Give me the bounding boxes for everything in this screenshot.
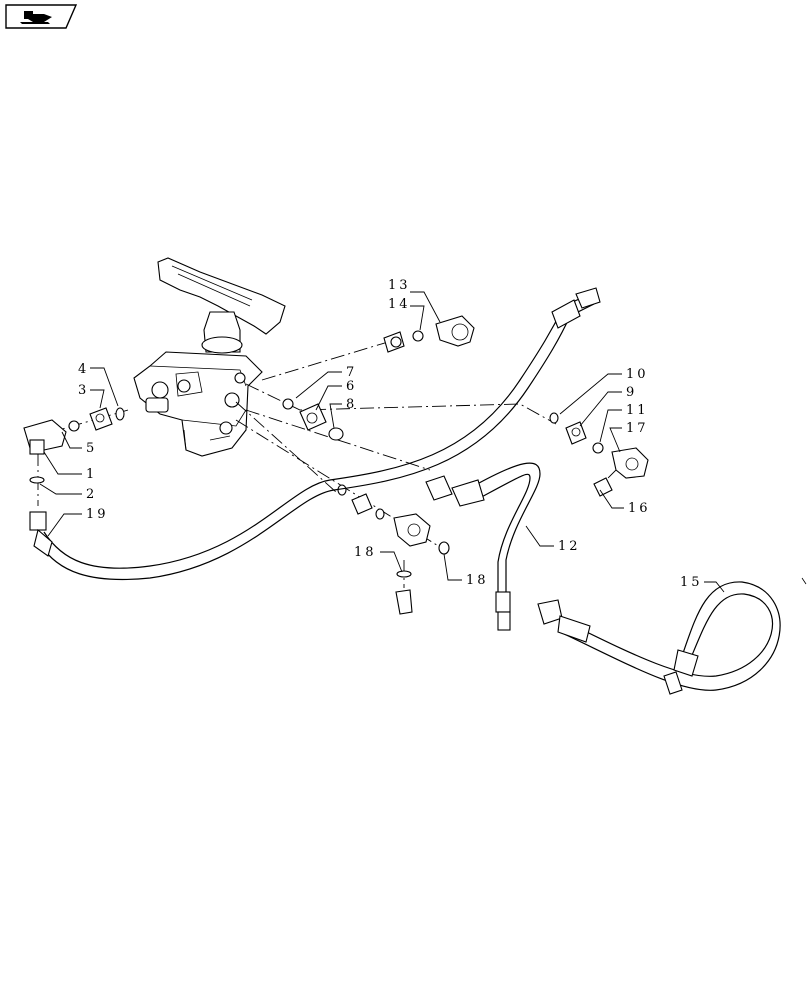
- callout-12: 12: [558, 539, 581, 554]
- callout-8: 8: [346, 397, 357, 412]
- callout-19: 19: [86, 507, 109, 522]
- callout-5: 5: [86, 441, 97, 456]
- callout-7: 7: [346, 365, 357, 380]
- fitting-left-group: [23, 407, 125, 484]
- assembly-center-lines: [37, 341, 619, 588]
- callout-3: 3: [78, 383, 89, 398]
- back-button[interactable]: [5, 4, 78, 29]
- fitting-middle-group: [282, 398, 344, 441]
- callout-17: 17: [626, 421, 649, 436]
- callout-6: 6: [346, 379, 357, 394]
- callout-4: 4: [78, 362, 89, 377]
- hose-12: [425, 462, 541, 631]
- callout-10: 10: [626, 367, 649, 382]
- callout-16: 16: [628, 501, 651, 516]
- leader-lines: [39, 291, 725, 593]
- callout-9: 9: [626, 385, 637, 400]
- callout-18-right: 18: [466, 573, 489, 588]
- fitting-13-14: [383, 315, 475, 353]
- hose-19: [29, 287, 601, 581]
- callout-2: 2: [86, 487, 97, 502]
- brake-valve-assembly: [133, 257, 286, 457]
- edge-mark: [801, 577, 807, 585]
- fitting-right-group: [549, 412, 649, 497]
- callout-11: 11: [626, 403, 649, 418]
- callout-labels: 13 14 4 3 5 1 2 19 7 6 8 10 9 11 17 16 1…: [78, 278, 703, 590]
- hose-15: [537, 581, 781, 695]
- callout-14: 14: [388, 297, 411, 312]
- back-arrow-icon: [20, 11, 52, 24]
- callout-1: 1: [86, 467, 97, 482]
- fitting-lower-group: [337, 484, 450, 615]
- callout-13: 13: [388, 278, 411, 293]
- callout-15: 15: [680, 575, 703, 590]
- callout-18-left: 18: [354, 545, 377, 560]
